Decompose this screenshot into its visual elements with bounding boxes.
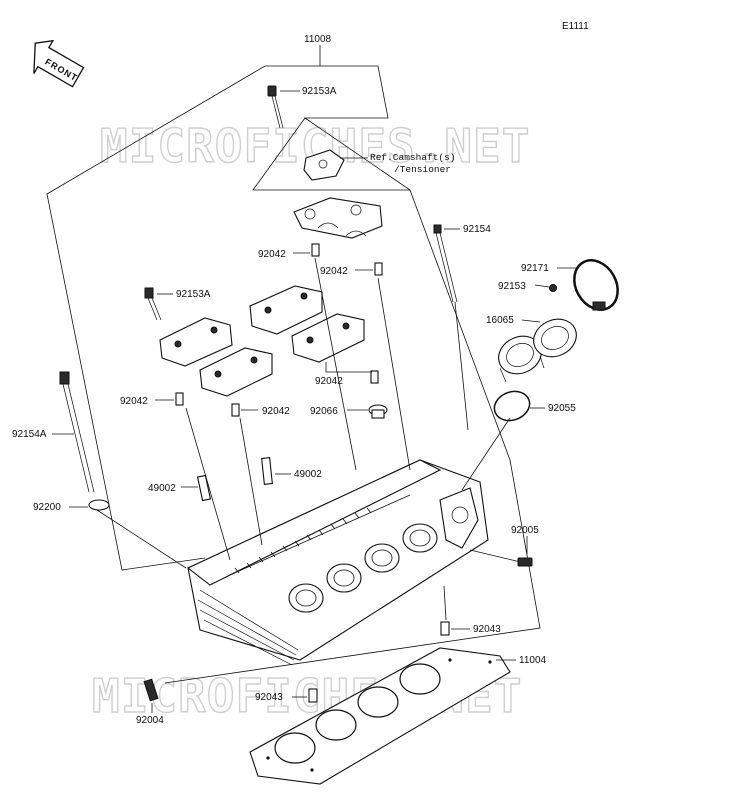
ref-tensioner: /Tensioner bbox=[394, 164, 451, 175]
tensioner-bracket bbox=[303, 149, 345, 181]
callout-92042-d: 92042 bbox=[262, 406, 290, 417]
callout-49002-a: 49002 bbox=[148, 483, 176, 494]
valve-guide-49002-a bbox=[196, 474, 212, 502]
callout-92153A-top: 92153A bbox=[302, 86, 337, 97]
callout-92154A: 92154A bbox=[12, 429, 47, 440]
bolt-92153A-top bbox=[267, 85, 284, 129]
callout-92004: 92004 bbox=[136, 715, 164, 726]
stud-92004 bbox=[143, 678, 159, 702]
cylinder-head bbox=[186, 459, 489, 666]
bolt-92153A-mid bbox=[144, 287, 162, 321]
dowel-92042-b bbox=[374, 262, 383, 276]
leader-lines bbox=[96, 257, 511, 621]
valve-guide-49002-b bbox=[261, 457, 273, 485]
dowel-92042-d bbox=[231, 403, 240, 417]
throttle-body-holder-16065 bbox=[498, 318, 577, 383]
callout-92200: 92200 bbox=[33, 502, 61, 513]
cam-cap-upper bbox=[293, 197, 383, 239]
callout-92043-b: 92043 bbox=[255, 692, 283, 703]
callout-49002-b: 49002 bbox=[294, 469, 322, 480]
dowel-92042-a bbox=[311, 243, 320, 257]
callout-11004: 11004 bbox=[519, 655, 547, 666]
o-ring-92055 bbox=[493, 390, 531, 422]
callout-92153: 92153 bbox=[498, 281, 526, 292]
callout-92153A-mid: 92153A bbox=[176, 289, 211, 300]
callout-92005: 92005 bbox=[511, 525, 539, 536]
assembly-bracket-11008 bbox=[46, 45, 541, 684]
dowel-92042-c bbox=[175, 392, 184, 406]
callout-92042-c: 92042 bbox=[120, 396, 148, 407]
callout-92171: 92171 bbox=[521, 263, 549, 274]
callout-11008: 11008 bbox=[304, 34, 332, 45]
bolt-92153 bbox=[549, 284, 557, 292]
hose-clamp-92171 bbox=[573, 259, 619, 311]
callout-92043-a: 92043 bbox=[473, 624, 501, 635]
bolt-92154 bbox=[433, 224, 458, 303]
washer-92200 bbox=[88, 499, 110, 511]
plug-92066 bbox=[368, 404, 388, 419]
bolt-92154A bbox=[59, 371, 95, 493]
callout-92055: 92055 bbox=[548, 403, 576, 414]
head-gasket-11004 bbox=[249, 647, 511, 785]
front-arrow-icon: FRONT bbox=[33, 39, 85, 88]
callout-92154: 92154 bbox=[463, 224, 491, 235]
callout-92042-a: 92042 bbox=[258, 249, 286, 260]
ref-camshaft: Ref.Camshaft(s) bbox=[370, 152, 456, 163]
callout-92042-b: 92042 bbox=[320, 266, 348, 277]
dowel-92043-a bbox=[440, 621, 450, 636]
dowel-92042-e bbox=[370, 370, 379, 384]
dowel-92043-b bbox=[308, 688, 318, 703]
callout-92066: 92066 bbox=[310, 406, 338, 417]
cam-caps-group bbox=[159, 285, 365, 397]
callout-16065: 16065 bbox=[486, 315, 514, 326]
callout-92042-e: 92042 bbox=[315, 376, 343, 387]
sensor-92005 bbox=[469, 549, 533, 567]
diagram-id: E1111 bbox=[562, 21, 589, 32]
watermark-top: MICROFICHES.NET bbox=[100, 119, 530, 173]
